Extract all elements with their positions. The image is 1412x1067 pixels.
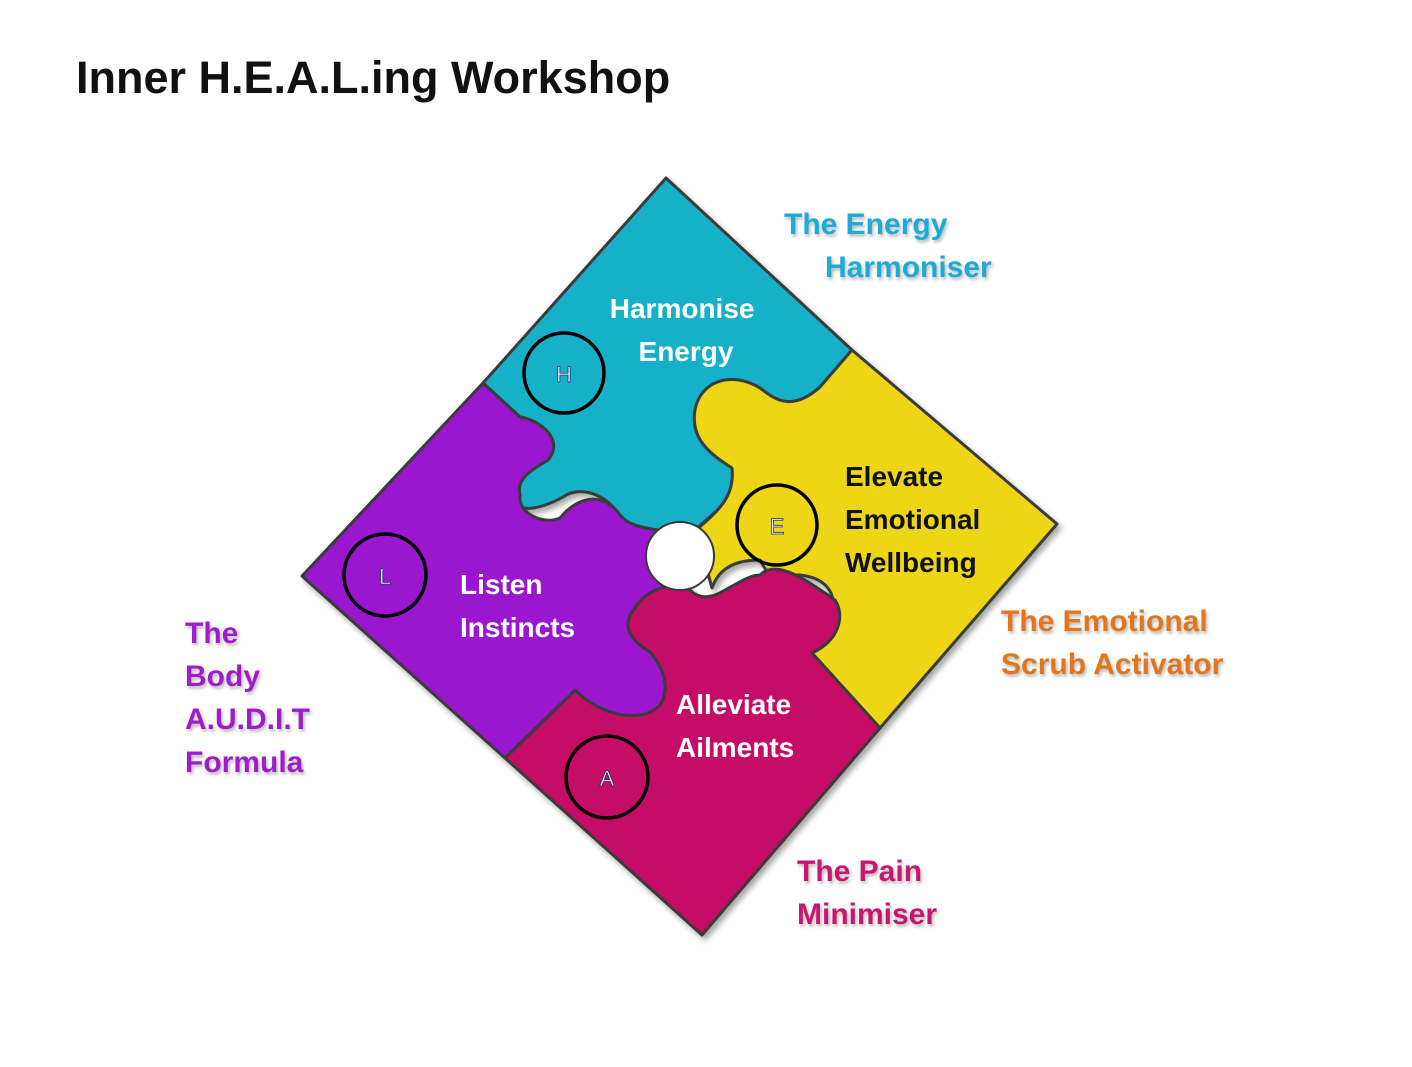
elevate-emotional-wellbeing-label: Elevate Emotional Wellbeing	[845, 461, 988, 578]
alleviate-ailments-label: Alleviate Ailments	[676, 689, 799, 763]
caption-line: Formula	[185, 746, 304, 779]
letter-ring	[564, 734, 650, 820]
alleviate-label-line: Ailments	[676, 732, 794, 763]
elevate-emotional-wellbeing-piece	[692, 348, 1059, 730]
emotional-scrub-activator-caption: The Emotional Scrub Activator	[1001, 605, 1224, 681]
listen-instincts-piece	[300, 381, 692, 760]
page-title: Inner H.E.A.L.ing Workshop	[76, 52, 671, 103]
caption-line: Scrub Activator	[1001, 648, 1224, 681]
letter-ring	[342, 532, 428, 618]
puzzle-pieces	[300, 176, 1059, 937]
center-hole	[645, 521, 715, 591]
letter-a: A	[600, 766, 615, 791]
alleviate-label-line: Alleviate	[676, 689, 791, 720]
harmonise-label-line: Harmonise	[610, 293, 755, 324]
caption-line: The Pain	[797, 855, 922, 888]
letter-ring	[522, 331, 606, 415]
letter-ring	[735, 483, 819, 567]
caption-line: Minimiser	[797, 898, 937, 931]
listen-instincts-label: Listen Instincts	[460, 569, 575, 643]
letter-e: E	[770, 514, 785, 539]
letter-badge-h: H	[522, 331, 606, 415]
caption-line: A.U.D.I.T	[185, 703, 310, 736]
energy-harmoniser-caption: The Energy Harmoniser	[784, 208, 992, 284]
elevate-label-line: Emotional	[845, 504, 980, 535]
letter-h: H	[556, 362, 572, 387]
letter-l: L	[379, 564, 391, 589]
harmonise-energy-label: Harmonise Energy	[610, 293, 763, 367]
body-audit-formula-caption: The Body A.U.D.I.T Formula	[185, 617, 318, 779]
letter-badge-a: A	[564, 734, 650, 820]
letter-badge-e: E	[735, 483, 819, 567]
elevate-label-line: Elevate	[845, 461, 943, 492]
elevate-label-line: Wellbeing	[845, 547, 977, 578]
caption-line: The Emotional	[1001, 605, 1208, 638]
pain-minimiser-caption: The Pain Minimiser	[797, 855, 937, 931]
harmonise-label-line: Energy	[639, 336, 734, 367]
caption-line: The Energy	[784, 208, 948, 241]
caption-line: Body	[185, 660, 260, 693]
caption-line: The	[185, 617, 238, 650]
letter-badge-l: L	[342, 532, 428, 618]
listen-label-line: Listen	[460, 569, 542, 600]
caption-line: Harmoniser	[825, 251, 992, 284]
listen-label-line: Instincts	[460, 612, 575, 643]
